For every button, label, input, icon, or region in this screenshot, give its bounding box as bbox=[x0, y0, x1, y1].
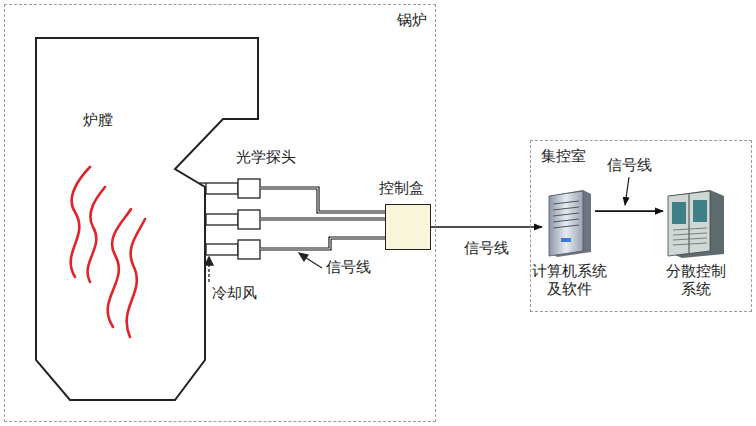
leader-line bbox=[625, 177, 629, 205]
furnace: 炉膛 bbox=[35, 37, 259, 402]
flame bbox=[71, 167, 90, 277]
computer-system: 计算机系统 及软件 bbox=[526, 188, 612, 298]
cooling-air-arrow bbox=[205, 257, 213, 282]
cabinet-icon bbox=[664, 188, 728, 258]
signal-connector bbox=[431, 226, 542, 228]
probe-signal-wires bbox=[260, 188, 385, 249]
dcs-cabinet: 分散控制 系统 bbox=[646, 188, 746, 298]
leader-line bbox=[299, 253, 322, 268]
node-label: 锅炉 bbox=[397, 11, 427, 29]
computer-icon bbox=[543, 188, 595, 258]
boiler-region: 锅炉炉膛控制盒 bbox=[4, 4, 436, 422]
optical-probes bbox=[200, 179, 260, 259]
node-label: 集控室 bbox=[541, 147, 586, 165]
node-label: 分散控制 系统 bbox=[663, 262, 729, 298]
signal-connector bbox=[595, 210, 663, 212]
probe-label: 光学探头 bbox=[236, 148, 296, 166]
edge-label: 信号线 bbox=[605, 156, 654, 174]
furnace-outline bbox=[35, 37, 259, 402]
control-box: 控制盒 bbox=[385, 204, 431, 250]
node-label: 炉膛 bbox=[83, 111, 113, 129]
signal-line-label: 信号线 bbox=[326, 258, 371, 276]
node-label: 计算机系统 及软件 bbox=[529, 262, 609, 298]
cooling-air-label: 冷却风 bbox=[212, 284, 257, 302]
edge-label: 信号线 bbox=[462, 239, 511, 257]
node-label: 控制盒 bbox=[379, 179, 424, 197]
flame bbox=[127, 219, 145, 337]
flame bbox=[88, 187, 105, 282]
